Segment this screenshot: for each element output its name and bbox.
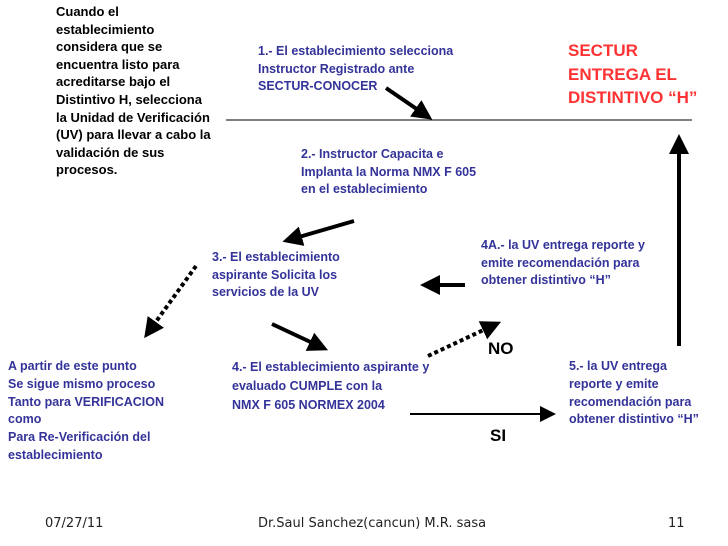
footer-author: Dr.Saul Sanchez(cancun) M.R. sasa xyxy=(258,516,487,531)
intro-text: Cuando el establecimiento considera que … xyxy=(56,4,211,178)
step-1-text: 1.- El establecimiento selecciona Instru… xyxy=(258,44,454,93)
sectur-text: SECTUR ENTREGA EL DISTINTIVO “H” xyxy=(568,41,698,107)
step-5-text: 5.- la UV entrega reporte y emite recome… xyxy=(569,359,699,427)
si-label: SI xyxy=(490,426,507,445)
step-3-text: 3.- El establecimiento aspirante Solicit… xyxy=(212,250,340,299)
dotted-arrow-to-reverification xyxy=(144,264,198,339)
arrow-step2-to-step3 xyxy=(282,219,355,246)
reverification-text: A partir de este punto Se sigue mismo pr… xyxy=(8,359,165,462)
step-2-text: 2.- Instructor Capacita e Implanta la No… xyxy=(301,147,477,196)
step-4-text: 4.- El establecimiento aspirante y evalu… xyxy=(232,360,430,412)
dotted-arrow-no-branch xyxy=(427,321,502,358)
no-label: NO xyxy=(488,339,514,358)
footer-date: 07/27/11 xyxy=(45,516,104,531)
footer-page-number: 11 xyxy=(668,516,685,531)
step-4a-text: 4A.- la UV entrega reporte y emite recom… xyxy=(481,238,645,287)
arrow-step3-to-step4 xyxy=(271,322,329,351)
arrow-step1-to-step2 xyxy=(384,86,433,120)
